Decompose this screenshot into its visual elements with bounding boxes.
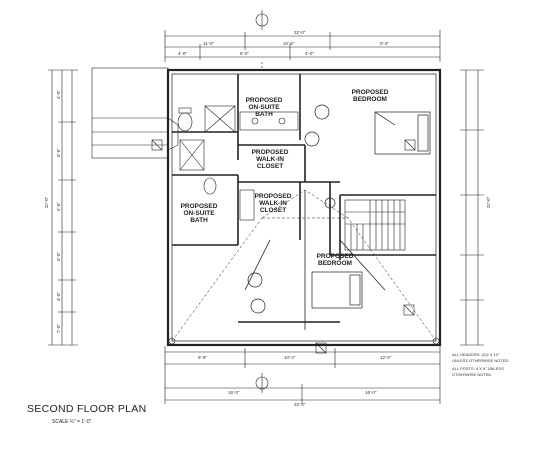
dim-left-segment: 4'-0" <box>55 90 61 99</box>
interior-walls <box>172 74 436 323</box>
room-label-line: PROPOSED <box>251 149 289 156</box>
dim-top-small: 4'-0" <box>305 51 314 56</box>
column-markers <box>151 139 440 354</box>
room-label-line: ON-SUITE <box>248 104 280 111</box>
dim-bottom-segment: 12'-0" <box>380 355 392 360</box>
dim-right-overall: 32'-0" <box>486 196 492 209</box>
dim-bottom-mid: 16'-0" <box>228 390 240 395</box>
room-label-line: PROPOSED <box>180 203 218 210</box>
bedroom-furniture-lower <box>247 197 363 314</box>
note-line: OTHERWISE NOTED <box>452 371 492 377</box>
plan-title: SECOND FLOOR PLAN <box>27 403 147 415</box>
room-label-line: WALK-IN <box>256 156 284 163</box>
room-label-bath-lower: PROPOSED ON-SUITE BATH <box>178 203 220 224</box>
room-label-line: BATH <box>190 217 208 224</box>
dim-top-small: 4'-0" <box>178 51 187 56</box>
dim-top-segment: 11'-0" <box>203 41 215 46</box>
room-label-line: CLOSET <box>259 207 287 214</box>
room-label-closet-lower: PROPOSED WALK-IN CLOSET <box>251 193 295 214</box>
dim-top-small: 8'-0" <box>240 51 249 56</box>
dim-left-segment: 5'-0" <box>55 252 61 261</box>
dim-left-segment: 5'-6" <box>55 202 61 211</box>
bath-fixtures-lower <box>203 177 255 221</box>
staircase <box>344 199 406 251</box>
room-label-bedroom-upper: PROPOSED BEDROOM <box>346 89 394 103</box>
room-label-bedroom-lower: PROPOSED BEDROOM <box>313 253 357 267</box>
dim-bottom-segment: 10'-4" <box>284 355 296 360</box>
dim-top-segment: 10'-6" <box>283 41 295 46</box>
dim-left-segment: 6'-6" <box>55 148 61 157</box>
dim-top-segment: 9'-4" <box>380 41 389 46</box>
room-label-line: PROPOSED <box>351 89 389 96</box>
note-line: UNLESS OTHERWISE NOTED <box>452 357 509 363</box>
room-label-line: BEDROOM <box>318 260 352 267</box>
dim-bottom-mid: 16'-0" <box>365 390 377 395</box>
bath-fixtures-upper <box>177 105 299 171</box>
note-line: ALL HEADERS: (2)2 X 10" <box>452 352 500 357</box>
room-label-closet-upper: PROPOSED WALK-IN CLOSET <box>248 149 292 170</box>
room-label-line: ON-SUITE <box>183 210 215 217</box>
room-label-line: BATH <box>255 111 273 118</box>
exterior-wall-outer <box>166 68 442 347</box>
exterior-wall-inner <box>171 73 437 342</box>
dim-bottom-segment: 9'-8" <box>198 355 207 360</box>
roof-ridge <box>244 190 386 330</box>
roof-hip-lines <box>171 189 437 342</box>
note-line: ALL POSTS: 4 X 6" UNLESS <box>452 366 504 371</box>
room-label-line: CLOSET <box>256 163 284 170</box>
room-label-bath-upper: PROPOSED ON-SUITE BATH <box>243 97 285 118</box>
room-label-line: PROPOSED <box>254 193 292 200</box>
room-label-line: PROPOSED <box>316 253 354 260</box>
room-label-line: PROPOSED <box>245 97 283 104</box>
dim-bottom-overall: 32'-0" <box>294 402 306 407</box>
bedroom-furniture-upper <box>304 104 431 155</box>
dim-left-segment: 7'-0" <box>55 324 61 333</box>
room-label-line: WALK-IN <box>259 200 287 207</box>
dim-top-overall: 32'-0" <box>294 30 306 35</box>
dim-left-segment: 4'-0" <box>55 292 61 301</box>
plan-scale: SCALE ¼" = 1'-0" <box>52 419 92 425</box>
dim-left-overall: 32'-0" <box>44 196 50 209</box>
general-notes: ALL HEADERS: (2)2 X 10" UNLESS OTHERWISE… <box>452 352 508 377</box>
room-label-line: BEDROOM <box>353 96 387 103</box>
